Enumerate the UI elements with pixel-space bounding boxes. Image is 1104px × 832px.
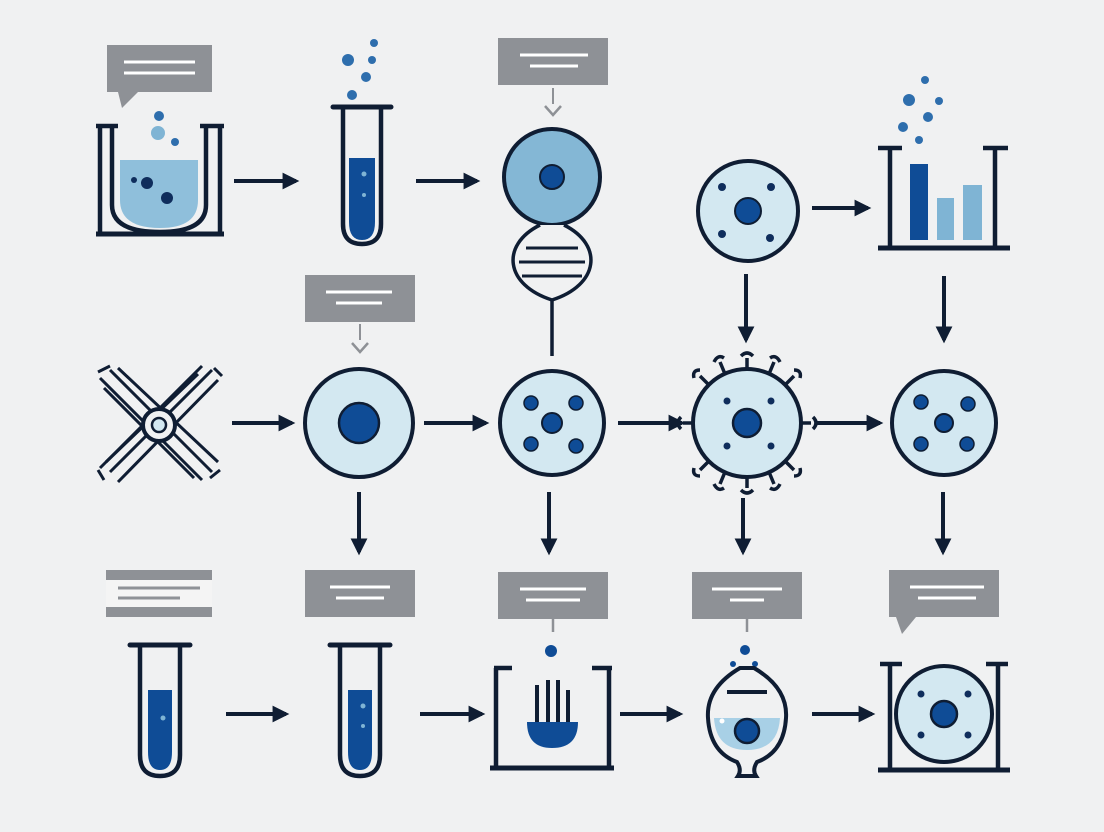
- bar-chart-icon: [878, 76, 1010, 251]
- virus-icon: [676, 351, 818, 495]
- callout-framed-cell: [889, 570, 999, 634]
- cell-particles-icon: [498, 369, 606, 477]
- callout-tube-bottom: [106, 570, 212, 617]
- callout-tube-bottom-2: [305, 570, 415, 617]
- cell-icon: [502, 127, 602, 227]
- callout-electrode: [498, 572, 608, 632]
- cell-particles-icon: [890, 369, 998, 477]
- arrows: [226, 172, 953, 723]
- test-tube-icon: [330, 39, 394, 247]
- callout-cell-mid: [305, 275, 415, 354]
- test-tube-icon: [327, 642, 393, 779]
- beaker-icon: [96, 111, 224, 237]
- callout-cell-top: [498, 38, 608, 117]
- cell-particles-icon: [696, 159, 800, 263]
- flask-icon: [705, 645, 789, 778]
- fiber-x-icon: [96, 364, 224, 484]
- cell-icon: [303, 367, 415, 479]
- electrode-beaker-icon: [490, 645, 614, 771]
- dna-icon: [511, 223, 593, 356]
- framed-cell-icon: [878, 661, 1010, 773]
- callout-beaker: [107, 45, 212, 108]
- test-tube-icon: [127, 642, 193, 779]
- callout-flask: [692, 572, 802, 632]
